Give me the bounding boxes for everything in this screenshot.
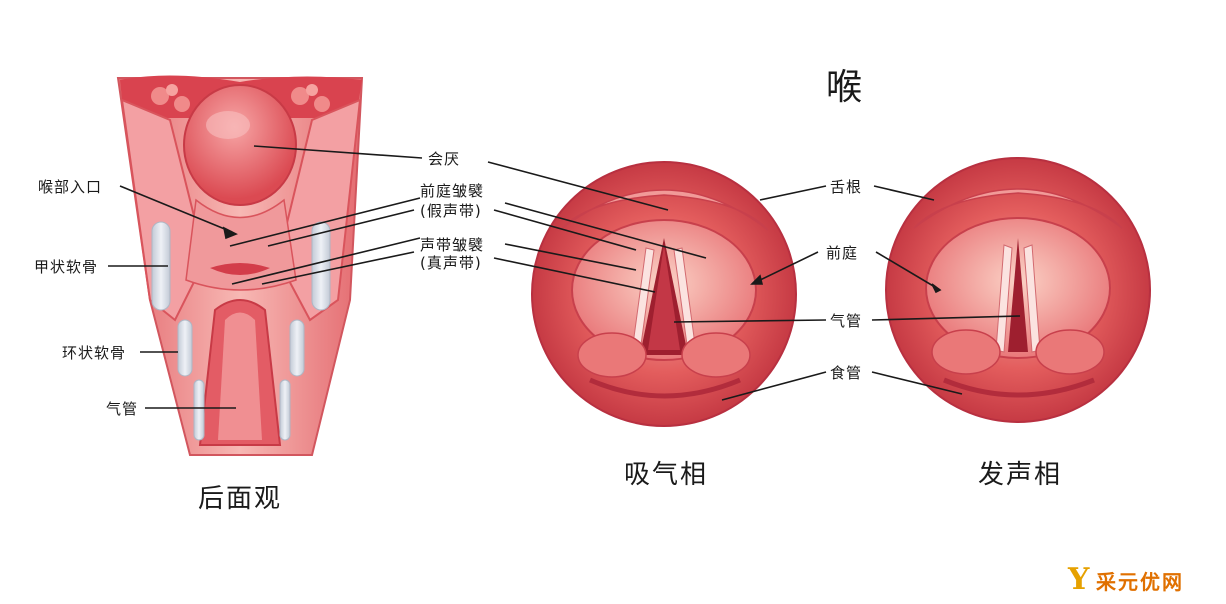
watermark-logo: Y 采元优网 — [1068, 562, 1218, 597]
label-tongue-root: 舌根 — [830, 178, 863, 196]
caption-posterior-view: 后面观 — [198, 484, 283, 514]
watermark-letter: Y — [1068, 562, 1090, 597]
label-true-vocal-cord: (真声带) — [420, 254, 482, 272]
watermark-text: 采元优网 — [1096, 570, 1184, 594]
leader-lines — [108, 145, 1021, 409]
label-vocal-fold: 声带皱襞 — [420, 236, 485, 254]
label-vestibular-fold: 前庭皱襞 — [420, 182, 485, 200]
label-esophagus: 食管 — [830, 364, 863, 382]
inspiration-view-illustration — [531, 161, 797, 427]
label-thyroid-cartilage: 甲状软骨 — [34, 258, 99, 276]
label-false-vocal-cord: (假声带) — [420, 202, 482, 220]
caption-phonation: 发声相 — [978, 460, 1063, 490]
caption-inspiration: 吸气相 — [624, 460, 709, 490]
label-cricoid-cartilage: 环状软骨 — [62, 344, 127, 362]
label-trachea-disc: 气管 — [830, 312, 863, 330]
phonation-view-illustration — [885, 157, 1151, 423]
label-vestibule: 前庭 — [826, 244, 859, 262]
label-trachea-posterior: 气管 — [106, 400, 139, 418]
label-laryngeal-inlet: 喉部入口 — [38, 178, 103, 196]
page-title: 喉 — [826, 67, 863, 108]
label-epiglottis: 会厌 — [428, 150, 461, 168]
